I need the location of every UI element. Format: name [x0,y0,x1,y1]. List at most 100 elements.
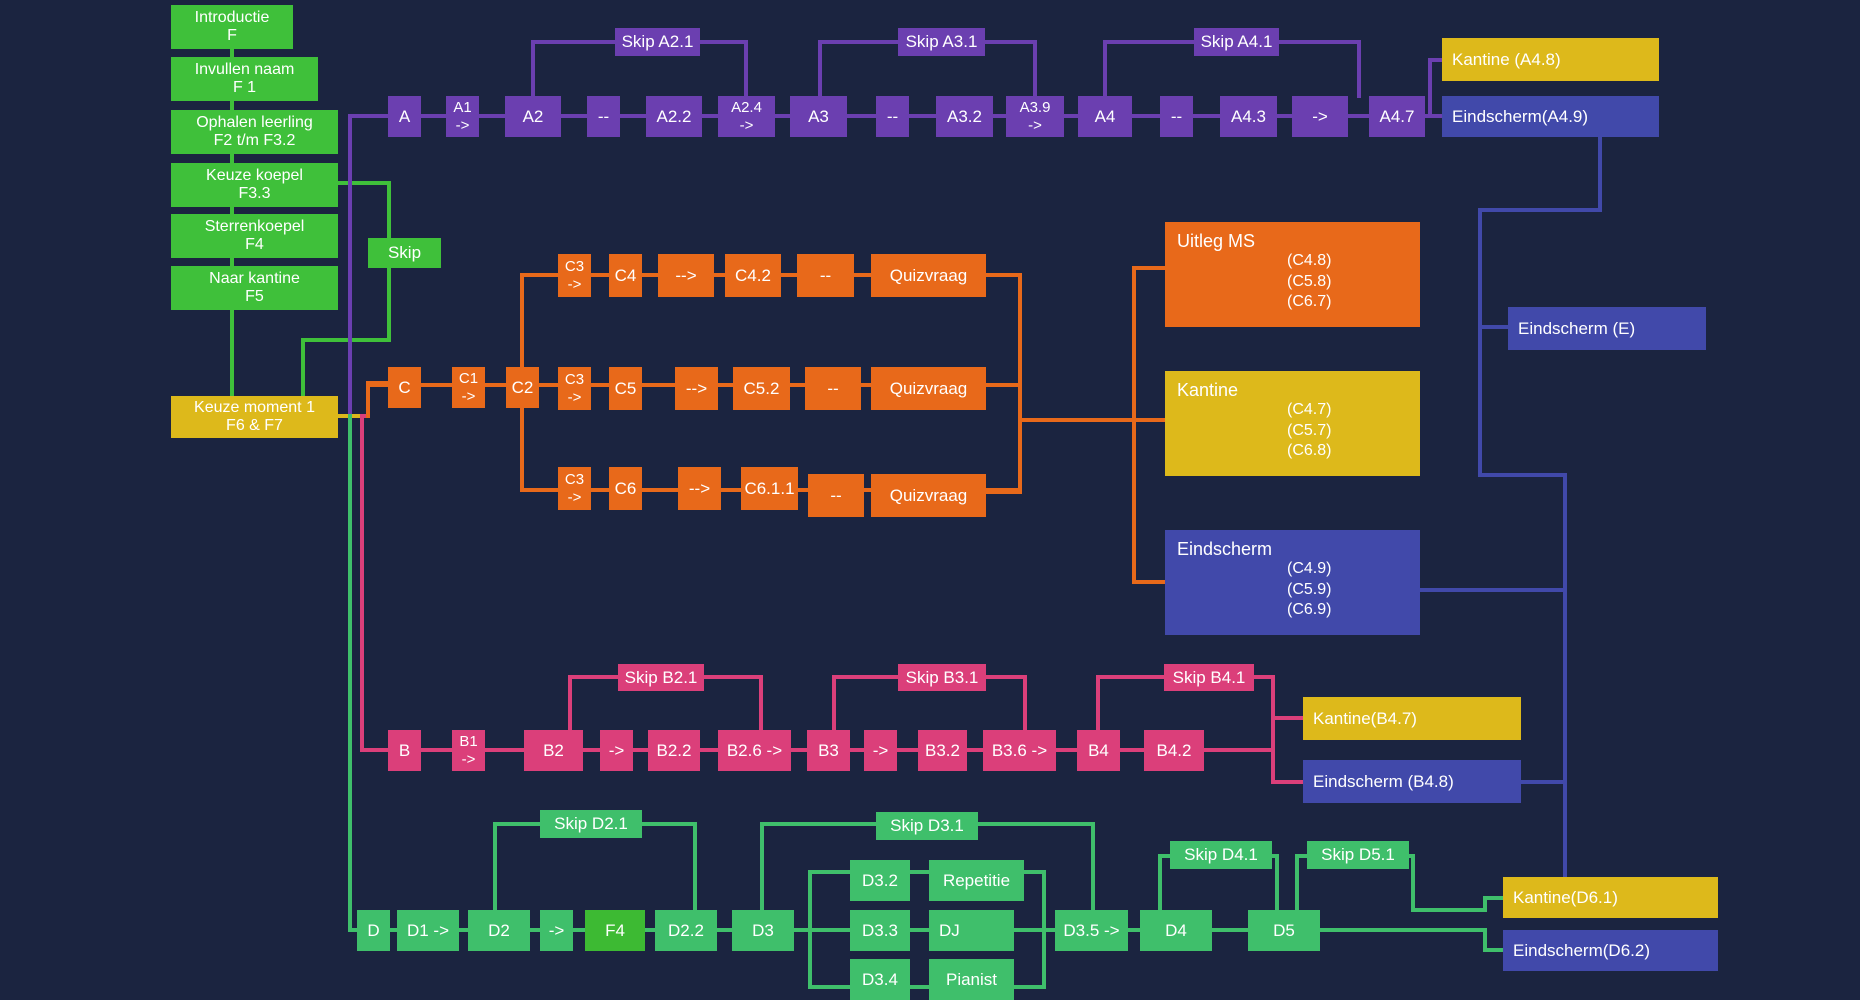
node-d-arrow[interactable]: -> [540,910,573,951]
node-b1[interactable]: B1-> [452,730,485,771]
node-b4[interactable]: B4 [1077,730,1120,771]
node-pianist[interactable]: Pianist [929,959,1014,1000]
skip-a31-node[interactable]: Skip A3.1 [898,28,985,56]
kantine-c-item: (C5.7) [1287,421,1332,439]
node-c5-dash[interactable]: -- [805,367,861,410]
node-d33[interactable]: D3.3 [850,910,910,951]
node-c52[interactable]: C5.2 [733,367,790,410]
node-c6-label: C6 [614,478,637,498]
skip-a21-node[interactable]: Skip A2.1 [615,28,700,56]
node-a-dash1[interactable]: -- [587,96,620,137]
node-a39[interactable]: A3.9-> [1006,96,1064,137]
node-c3-row3[interactable]: C3-> [558,467,591,510]
keuze-moment-node[interactable]: Keuze moment 1 F6 & F7 [171,396,338,438]
node-a43[interactable]: A4.3 [1220,96,1277,137]
node-c6[interactable]: C6 [609,467,642,510]
node-b26[interactable]: B2.6 -> [718,730,791,771]
node-d4[interactable]: D4 [1140,910,1212,951]
keuze-koepel-label: Keuze koepel [206,166,303,184]
eindscherm-d62-node[interactable]: Eindscherm(D6.2) [1503,930,1718,971]
node-b4-label: B4 [1088,740,1109,760]
node-b3-label: B3 [818,740,839,760]
ophalen-leerling-node[interactable]: Ophalen leerling F2 t/m F3.2 [171,110,338,154]
node-c1[interactable]: C1-> [452,367,485,408]
skip-b31-node[interactable]: Skip B3.1 [898,664,986,691]
node-d22[interactable]: D2.2 [655,910,717,951]
node-a-dash3[interactable]: -- [1160,96,1193,137]
node-c6-dash[interactable]: -- [808,474,864,517]
node-a3[interactable]: A3 [790,96,847,137]
skip-d31-label: Skip D3.1 [890,816,964,836]
node-c3-row2[interactable]: C3-> [558,367,591,410]
skip-d31-node[interactable]: Skip D3.1 [876,812,978,840]
quizvraag-c4[interactable]: Quizvraag [871,254,986,297]
node-d2[interactable]: D2 [468,910,530,951]
node-a2[interactable]: A2 [505,96,561,137]
skip-b21-node[interactable]: Skip B2.1 [618,664,704,691]
eindscherm-e-node[interactable]: Eindscherm (E) [1508,307,1706,350]
quizvraag-c6[interactable]: Quizvraag [871,474,986,517]
node-b-arrow1[interactable]: -> [600,730,633,771]
eindscherm-a49-node[interactable]: Eindscherm(A4.9) [1442,96,1659,137]
keuze-koepel-node[interactable]: Keuze koepel F3.3 [171,163,338,207]
eindscherm-c-node[interactable]: Eindscherm (C4.9) (C5.9) (C6.9) [1165,530,1420,635]
node-b32[interactable]: B3.2 [918,730,967,771]
introductie-node[interactable]: Introductie F [171,5,293,49]
eindscherm-b48-node[interactable]: Eindscherm (B4.8) [1303,760,1521,803]
node-a47[interactable]: A4.7 [1369,96,1425,137]
node-repetitie[interactable]: Repetitie [929,860,1024,901]
node-c611[interactable]: C6.1.1 [741,467,798,510]
skip-d21-node[interactable]: Skip D2.1 [540,810,642,838]
node-d5[interactable]: D5 [1248,910,1320,951]
node-d34[interactable]: D3.4 [850,959,910,1000]
naar-kantine-node[interactable]: Naar kantine F5 [171,266,338,310]
quizvraag-c5[interactable]: Quizvraag [871,367,986,410]
node-c2[interactable]: C2 [506,367,539,408]
node-a-dash2[interactable]: -- [876,96,909,137]
node-f4[interactable]: F4 [585,910,645,951]
skip-d41-node[interactable]: Skip D4.1 [1170,841,1272,869]
skip-d51-node[interactable]: Skip D5.1 [1307,841,1409,869]
node-b22[interactable]: B2.2 [648,730,700,771]
kantine-b47-node[interactable]: Kantine(B4.7) [1303,697,1521,740]
skip-b41-node[interactable]: Skip B4.1 [1164,664,1254,691]
node-b2[interactable]: B2 [524,730,583,771]
node-a4[interactable]: A4 [1078,96,1132,137]
node-d1[interactable]: D1 -> [397,910,459,951]
node-c3-row1[interactable]: C3-> [558,254,591,297]
node-a-arrow[interactable]: -> [1292,96,1348,137]
node-b3[interactable]: B3 [807,730,850,771]
node-d3[interactable]: D3 [732,910,794,951]
node-a1[interactable]: A1-> [446,96,479,137]
node-a24[interactable]: A2.4-> [718,96,775,137]
node-a[interactable]: A [388,96,421,137]
node-a22[interactable]: A2.2 [646,96,702,137]
invullen-naam-node[interactable]: Invullen naam F 1 [171,57,318,101]
node-c42[interactable]: C4.2 [725,254,781,297]
skip-intro-node[interactable]: Skip [368,238,441,268]
node-d[interactable]: D [357,910,390,951]
node-b42[interactable]: B4.2 [1144,730,1204,771]
node-b-arrow2[interactable]: -> [864,730,897,771]
sterrenkoepel-node[interactable]: Sterrenkoepel F4 [171,214,338,258]
kantine-c-node[interactable]: Kantine (C4.7) (C5.7) (C6.8) [1165,371,1420,476]
node-c[interactable]: C [388,367,421,408]
node-c4[interactable]: C4 [609,254,642,297]
node-c4-dash[interactable]: -- [797,254,854,297]
node-d32[interactable]: D3.2 [850,860,910,901]
node-a32[interactable]: A3.2 [936,96,993,137]
kantine-a48-node[interactable]: Kantine (A4.8) [1442,38,1659,81]
skip-a41-node[interactable]: Skip A4.1 [1194,28,1279,56]
kantine-d61-node[interactable]: Kantine(D6.1) [1503,877,1718,918]
node-dj[interactable]: DJ [929,910,1014,951]
track-c-connectors [366,266,1167,584]
node-c5[interactable]: C5 [609,367,642,410]
uitleg-ms-node[interactable]: Uitleg MS (C4.8) (C5.8) (C6.7) [1165,222,1420,327]
node-b36[interactable]: B3.6 -> [983,730,1056,771]
node-c3-row1-label: C3 [564,258,585,276]
node-c6-arrow[interactable]: --> [678,467,721,510]
node-d35[interactable]: D3.5 -> [1055,910,1128,951]
node-c4-arrow[interactable]: --> [658,254,714,297]
node-c5-arrow[interactable]: --> [675,367,718,410]
node-b[interactable]: B [388,730,421,771]
